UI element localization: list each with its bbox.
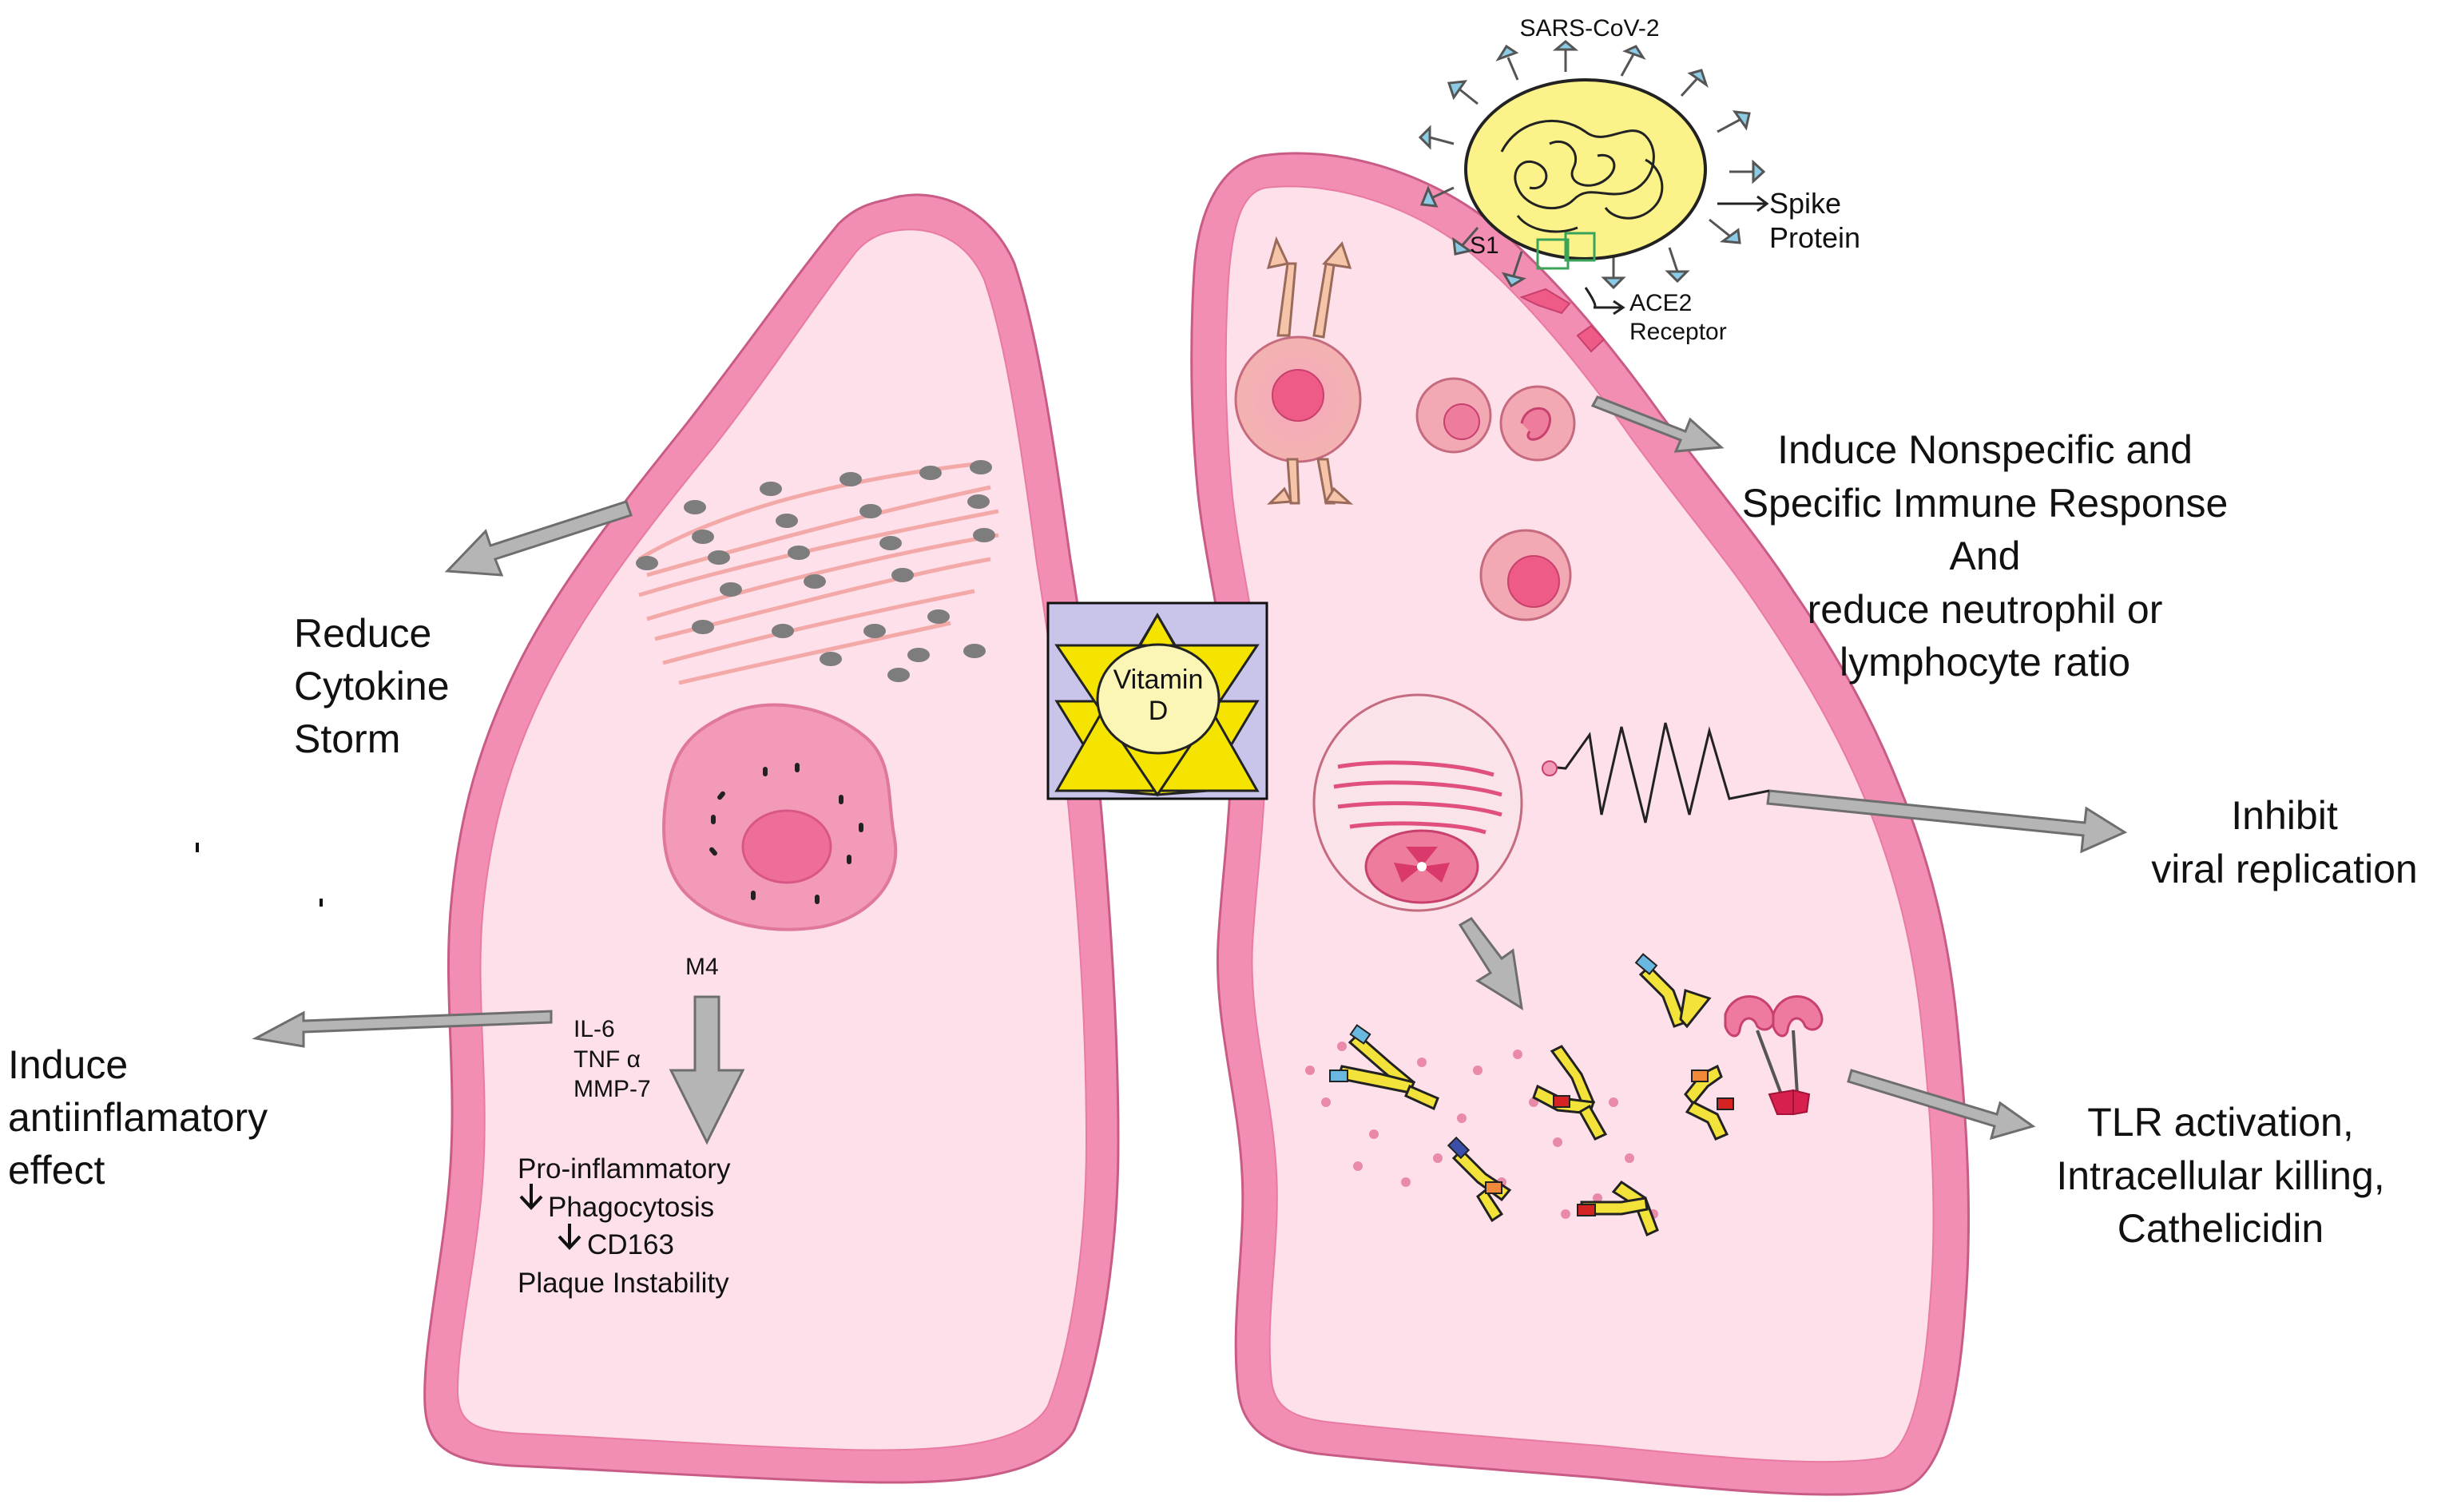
s1-label: S1 [1470,232,1499,259]
immune-line3: And [1949,534,2021,578]
induce-antiinflammatory-label: Induce antiinflamatory effect [8,1038,268,1197]
vitamin-line1: Vitamin [1113,665,1204,695]
immune-response-label: Induce Nonspecific and Specific Immune R… [1681,423,2288,689]
cytokine-scribble [637,461,999,685]
macrophage-effects: Pro-inflammatory ↓ Phagocytosis ↓ CD163 … [518,1150,730,1302]
cytokine-line1: Reduce [294,611,432,656]
arrow-immune [1590,395,1725,453]
effect-phagocytosis: ↓ Phagocytosis [518,1189,730,1227]
tlr-line2: Intracellular killing, [2056,1153,2385,1198]
effect-pro-inflammatory: Pro-inflammatory [518,1153,731,1185]
immune-line5: lymphocyte ratio [1839,640,2131,685]
arrow-plasma-down [1458,917,1523,1010]
arrow-tlr [1847,1069,2036,1141]
macrophage-icon [662,703,898,931]
tlr-line1: TLR activation, [2087,1100,2354,1145]
m4-label: M4 [685,954,719,980]
immune-cells [1415,377,1576,621]
tlr-activation-label: TLR activation, Intracellular killing, C… [2013,1096,2428,1256]
arrow-m4 [669,995,745,1145]
effect-cd163-text: CD163 [587,1229,674,1261]
down-arrows [519,1184,581,1250]
arrow-replication [1766,789,2128,854]
anti-line1: Induce [8,1042,129,1087]
vitamin-d-star-icon [1046,601,1268,800]
replication-line2: viral replication [2151,846,2418,891]
vitamin-line2: D [1148,696,1169,727]
cytokine-line3: Storm [294,716,401,761]
gray-arrows [252,395,2128,1145]
stray-marks [196,843,323,907]
antibody-icon [1305,953,1734,1237]
spike-label-line2: Protein [1769,221,1861,255]
anti-line3: effect [8,1148,105,1193]
spike-protein-label: Spike Protein [1769,186,1860,255]
vitamin-d-label: Vitamin D [1102,665,1214,727]
replication-line1: Inhibit [2231,793,2338,838]
arrow-antiinflammatory [252,1010,553,1048]
effect-cd163: ↓ CD163 [518,1226,730,1264]
marker-mmp7: MMP-7 [574,1076,651,1102]
anti-line2: antiinflamatory [8,1095,268,1140]
plasma-cell-icon [1312,693,1770,912]
tlr-receptor-icon [1724,995,1824,1116]
cytokine-line2: Cytokine [294,664,450,708]
marker-il6: IL-6 [574,1016,615,1042]
marker-tnf: TNF α [574,1046,641,1073]
marker-list: IL-6 TNF α MMP-7 [574,1014,651,1105]
right-lung [1190,152,1971,1496]
ace2-label-line1: ACE2 [1629,290,1693,316]
immune-line4: reduce neutrophil or [1807,586,2163,632]
effect-plaque: Plaque Instability [518,1267,729,1299]
reduce-cytokine-storm-label: Reduce Cytokine Storm [294,607,450,765]
cytokine-dots [636,460,995,682]
virus-label: SARS-CoV-2 [1519,15,1660,42]
ace2-label-line2: Receptor [1629,319,1727,345]
effect-phagocytosis-text: Phagocytosis [548,1191,715,1223]
tlr-line3: Cathelicidin [2117,1206,2324,1251]
ace2-receptor-label: ACE2 Receptor [1629,289,1727,347]
immune-line1: Induce Nonspecific and [1777,427,2193,472]
inhibit-viral-replication-label: Inhibit viral replication [2121,789,2448,895]
virus-icon [1418,40,1769,353]
dendritic-cell-icon [1234,236,1362,505]
spike-label-line1: Spike [1769,187,1842,220]
arrow-cytokine [444,500,633,577]
immune-line2: Specific Immune Response [1741,480,2229,526]
